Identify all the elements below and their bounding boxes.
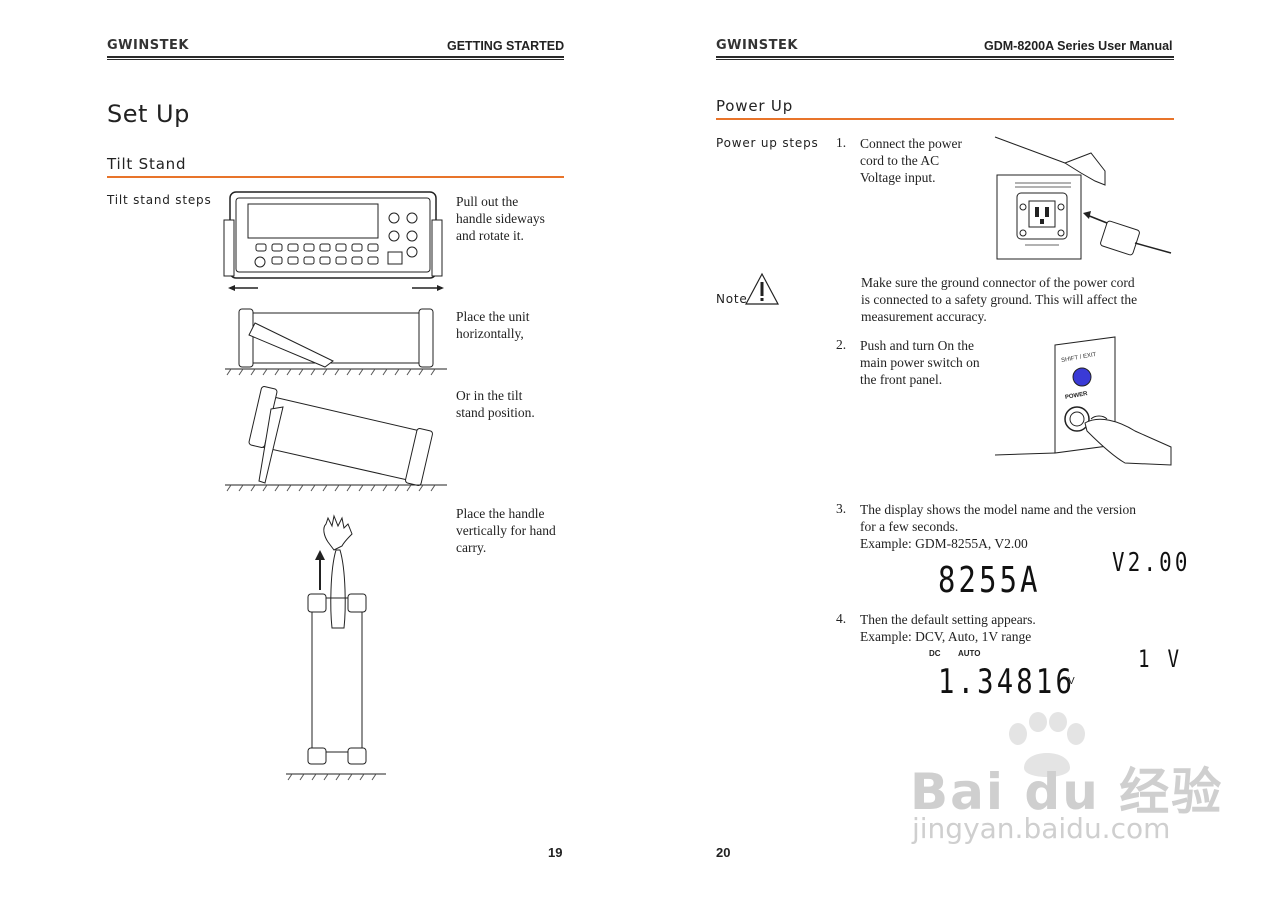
shift-exit-button [1072,367,1092,387]
meter-horizontal-illustration [225,308,447,376]
power-step-4: Then the default setting appears.Example… [860,612,1036,644]
display-model-sub: V2.00 [1112,548,1191,578]
header-rule [716,56,1174,58]
hand-icon [323,514,353,551]
header-rule-thin [716,59,1174,60]
step-number: 3. [836,501,847,516]
paw-watermark-icon [1009,712,1085,777]
display-default-sub: 1 V [1138,645,1183,673]
section-title: Tilt Stand [107,155,187,173]
display-dc-tag: DC [929,649,941,658]
page-number-right: 20 [716,845,731,860]
brand-logo: GWINSTEK [107,38,189,53]
brand-logo: GWINSTEK [716,38,798,53]
section-title: Power Up [716,97,794,115]
meter-carry-illustration [286,514,386,781]
watermark-url: jingyan.baidu.com [912,812,1171,845]
page-title: Set Up [107,100,190,128]
step-number: 2. [836,337,847,352]
header-rule [107,56,564,58]
power-inlet-illustration [994,136,1172,260]
power-step-3: The display shows the model name and the… [860,502,1136,551]
meter-front-illustration [223,191,444,291]
display-auto-tag: AUTO [958,649,981,658]
section-rule [716,118,1174,120]
step-number: 1. [836,135,847,150]
side-label: Tilt stand steps [107,193,212,207]
display-default-main: 1.34816 [938,662,1076,702]
section-rule [107,176,564,178]
watermark-text: Bai du 经验 [910,763,1224,821]
page-number-left: 19 [548,845,563,860]
warning-icon [745,272,779,305]
step-number: 4. [836,611,847,626]
side-label: Power up steps [716,136,819,150]
page-header-title: GETTING STARTED [447,39,565,53]
note-label: Note [716,292,748,306]
header-rule-thin [107,59,564,60]
display-unit: V [1068,676,1075,687]
page-header-title: GDM-8200A Series User Manual [984,39,1173,53]
note-text: Make sure the ground connector of the po… [861,275,1138,324]
display-model-main: 8255A [938,560,1041,601]
power-switch-illustration: SHIFT / EXIT POWER [994,335,1175,466]
meter-tilt-illustration [225,386,447,492]
